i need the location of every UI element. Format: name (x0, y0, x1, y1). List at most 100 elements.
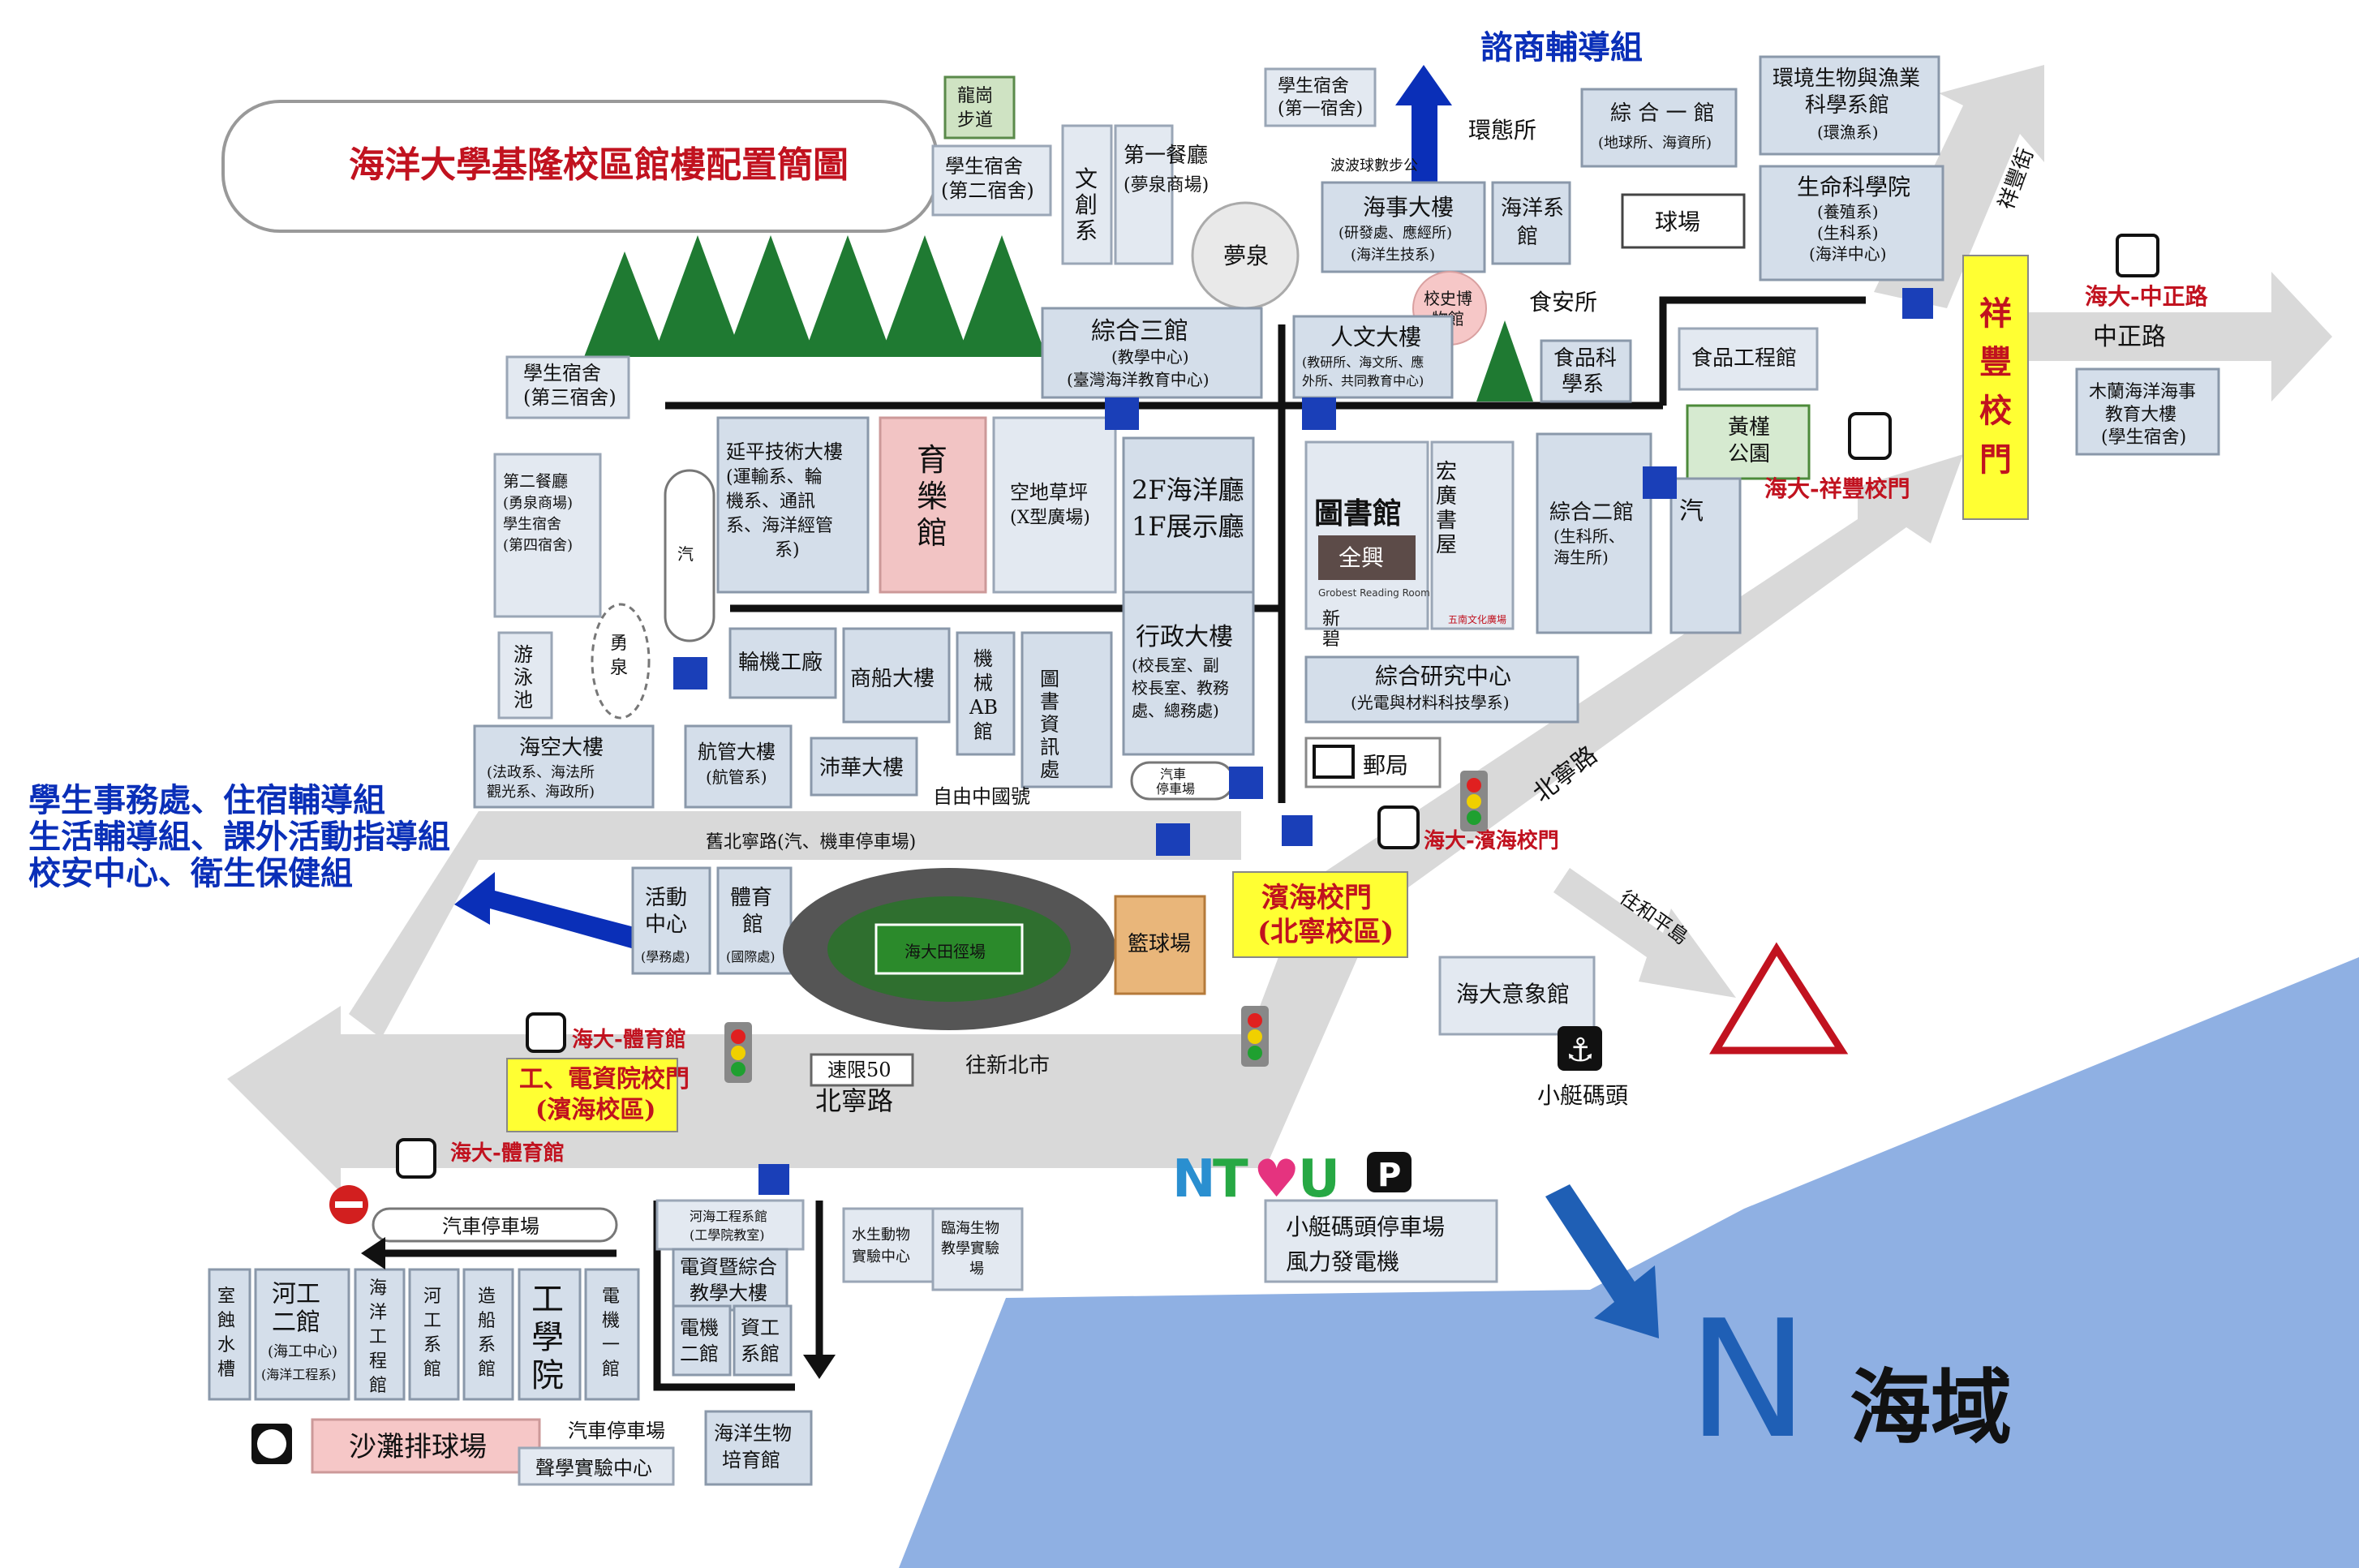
shipbuild-label-4: 館 (478, 1360, 496, 1380)
dorm3-building (505, 355, 630, 419)
huanyan-label: 環態所 (1468, 117, 1536, 144)
hegong-building (408, 1268, 460, 1401)
bus-icon[interactable] (396, 1138, 436, 1179)
aquatic-label-2: 實驗中心 (852, 1248, 910, 1265)
ocean-eng-building (354, 1268, 406, 1401)
ntou-logo-n: N (1172, 1149, 1216, 1209)
tree-icon (880, 235, 969, 357)
parking-icon[interactable] (1643, 466, 1677, 499)
huanjing-building (1759, 55, 1940, 156)
dorm3-label-1: 學生宿舍 (523, 362, 601, 384)
activity-label-1: 活動 (645, 886, 687, 910)
tree-icon (726, 235, 815, 357)
longgang-trail (943, 75, 1016, 140)
research-building (1304, 655, 1579, 724)
parking-icon[interactable] (1105, 397, 1139, 430)
wind-label: 風力發電機 (1286, 1248, 1399, 1275)
eng-path-arrow-icon (361, 1237, 385, 1269)
admin-label-3: 校長室、教務 (1132, 678, 1229, 698)
ee1-building (584, 1268, 640, 1401)
canteen2-label-3: 學生宿舍 (503, 516, 561, 533)
info-icon[interactable] (1902, 288, 1933, 319)
bus-icon[interactable] (526, 1012, 566, 1053)
research-label-1: 綜合研究中心 (1375, 663, 1511, 689)
sea-label: 海域 (1850, 1360, 2012, 1455)
parking-icon[interactable] (1302, 397, 1336, 430)
dorm1-label-2: (第一宿舍) (1278, 99, 1363, 119)
activity-center (631, 866, 711, 975)
pool-building (497, 631, 553, 720)
haishi-label-3: (海洋生技系) (1351, 247, 1435, 264)
binhai-eng-gate-label-2: (濱海校區) (535, 1096, 655, 1124)
basketball-label: 籃球場 (1128, 932, 1191, 956)
parking-icon[interactable] (1156, 823, 1190, 856)
parking-icon[interactable] (1229, 767, 1263, 799)
honggang-label-2: 廣 (1436, 484, 1457, 509)
info-icon[interactable] (1282, 815, 1313, 846)
wenchuang-building (1061, 124, 1113, 265)
car-park-vertical (664, 469, 715, 642)
huangjin-label-1: 黃槿 (1728, 415, 1770, 440)
kongdi-label-2: (X型廣場) (1010, 508, 1090, 528)
parking-icon[interactable] (673, 657, 707, 689)
zonghe2-label-3: 海生所) (1553, 548, 1609, 567)
library-label: 圖書館 (1314, 496, 1402, 531)
ocean-hall-label-2: 1F展示廳 (1132, 511, 1244, 542)
eng-college-label-2: 學 (531, 1319, 564, 1356)
ocean-hall-label-1: 2F海洋廳 (1132, 475, 1244, 505)
ee-complex-label-1: 電資暨綜合 (680, 1256, 777, 1278)
office-safety: 校安中心、衛生保健組 (28, 854, 353, 892)
car-park-east-label: 汽 (1679, 497, 1704, 526)
food-sci-label-1: 食品科 (1553, 346, 1617, 371)
museum-label-1: 校史博 (1424, 289, 1472, 308)
tushu-label-2: 書 (1040, 690, 1059, 713)
speed-limit-sign (810, 1053, 914, 1087)
hegong-label-1: 河 (423, 1287, 441, 1307)
renwen-building (1292, 315, 1454, 399)
boat-parking-label: 小艇碼頭停車場 (1286, 1214, 1445, 1240)
traffic-light-yellow (731, 1046, 746, 1060)
ee2-label-2: 二館 (680, 1342, 719, 1365)
zhongzheng-road (1987, 272, 2332, 402)
eng-college-label-1: 工 (531, 1281, 564, 1318)
food-eng-label: 食品工程館 (1691, 346, 1797, 371)
bus-icon[interactable] (1377, 805, 1420, 849)
longgang-label-2: 步道 (957, 110, 993, 131)
haikong-label-1: 海空大樓 (519, 736, 604, 760)
linhai-lab (931, 1207, 1024, 1291)
xiangfeng-gate (1962, 255, 2029, 520)
bus-icon[interactable] (1848, 412, 1892, 460)
admin-label-2: (校長室、副 (1132, 655, 1219, 675)
bus-zhongzheng-icon[interactable] (2116, 234, 2159, 277)
canteen1-label-1: 第一餐廳 (1124, 144, 1208, 168)
tushu-label-3: 資 (1040, 713, 1059, 736)
tree-icon (653, 235, 742, 357)
hegong-label-4: 館 (423, 1360, 441, 1380)
haiyang-label-1: 海洋系 (1501, 196, 1564, 221)
corrosion-label-3: 水 (217, 1335, 235, 1355)
parking-icon[interactable] (1367, 1152, 1412, 1192)
tree-icon (957, 235, 1046, 357)
car-park-eng-label: 汽車停車場 (442, 1215, 539, 1238)
stadium-field (874, 923, 1024, 975)
info-icon[interactable] (758, 1164, 789, 1195)
newtaipei-label: 往新北市 (965, 1054, 1050, 1078)
canteen2-label-4: (第四宿舍) (503, 537, 573, 554)
shipbuild-label-1: 造 (478, 1287, 496, 1307)
eng-path-arrow-down-icon (803, 1355, 836, 1379)
activity-label-3: (學務處) (641, 949, 690, 964)
parking-glyph: P (1377, 1157, 1401, 1194)
bus-binhai-label: 海大-濱海校門 (1424, 828, 1559, 853)
longgang-label-1: 龍崗 (957, 86, 993, 106)
boat-dock-label: 小艇碼頭 (1537, 1082, 1628, 1109)
bus-xiangfeng-label: 海大-祥豐校門 (1764, 475, 1910, 502)
yanping-label-3: 機系、通訊 (726, 492, 815, 512)
ocean-eng-label-5: 館 (369, 1376, 387, 1396)
food-sci-label-2: 學系 (1562, 372, 1604, 397)
dorm3-label-2: (第三宿舍) (523, 386, 617, 409)
hegong-label-2: 工 (423, 1311, 441, 1331)
basketball-court (1114, 895, 1206, 995)
zhongzheng-road-label: 中正路 (2093, 323, 2166, 351)
zonghe3-label-2: (教學中心) (1111, 347, 1189, 367)
